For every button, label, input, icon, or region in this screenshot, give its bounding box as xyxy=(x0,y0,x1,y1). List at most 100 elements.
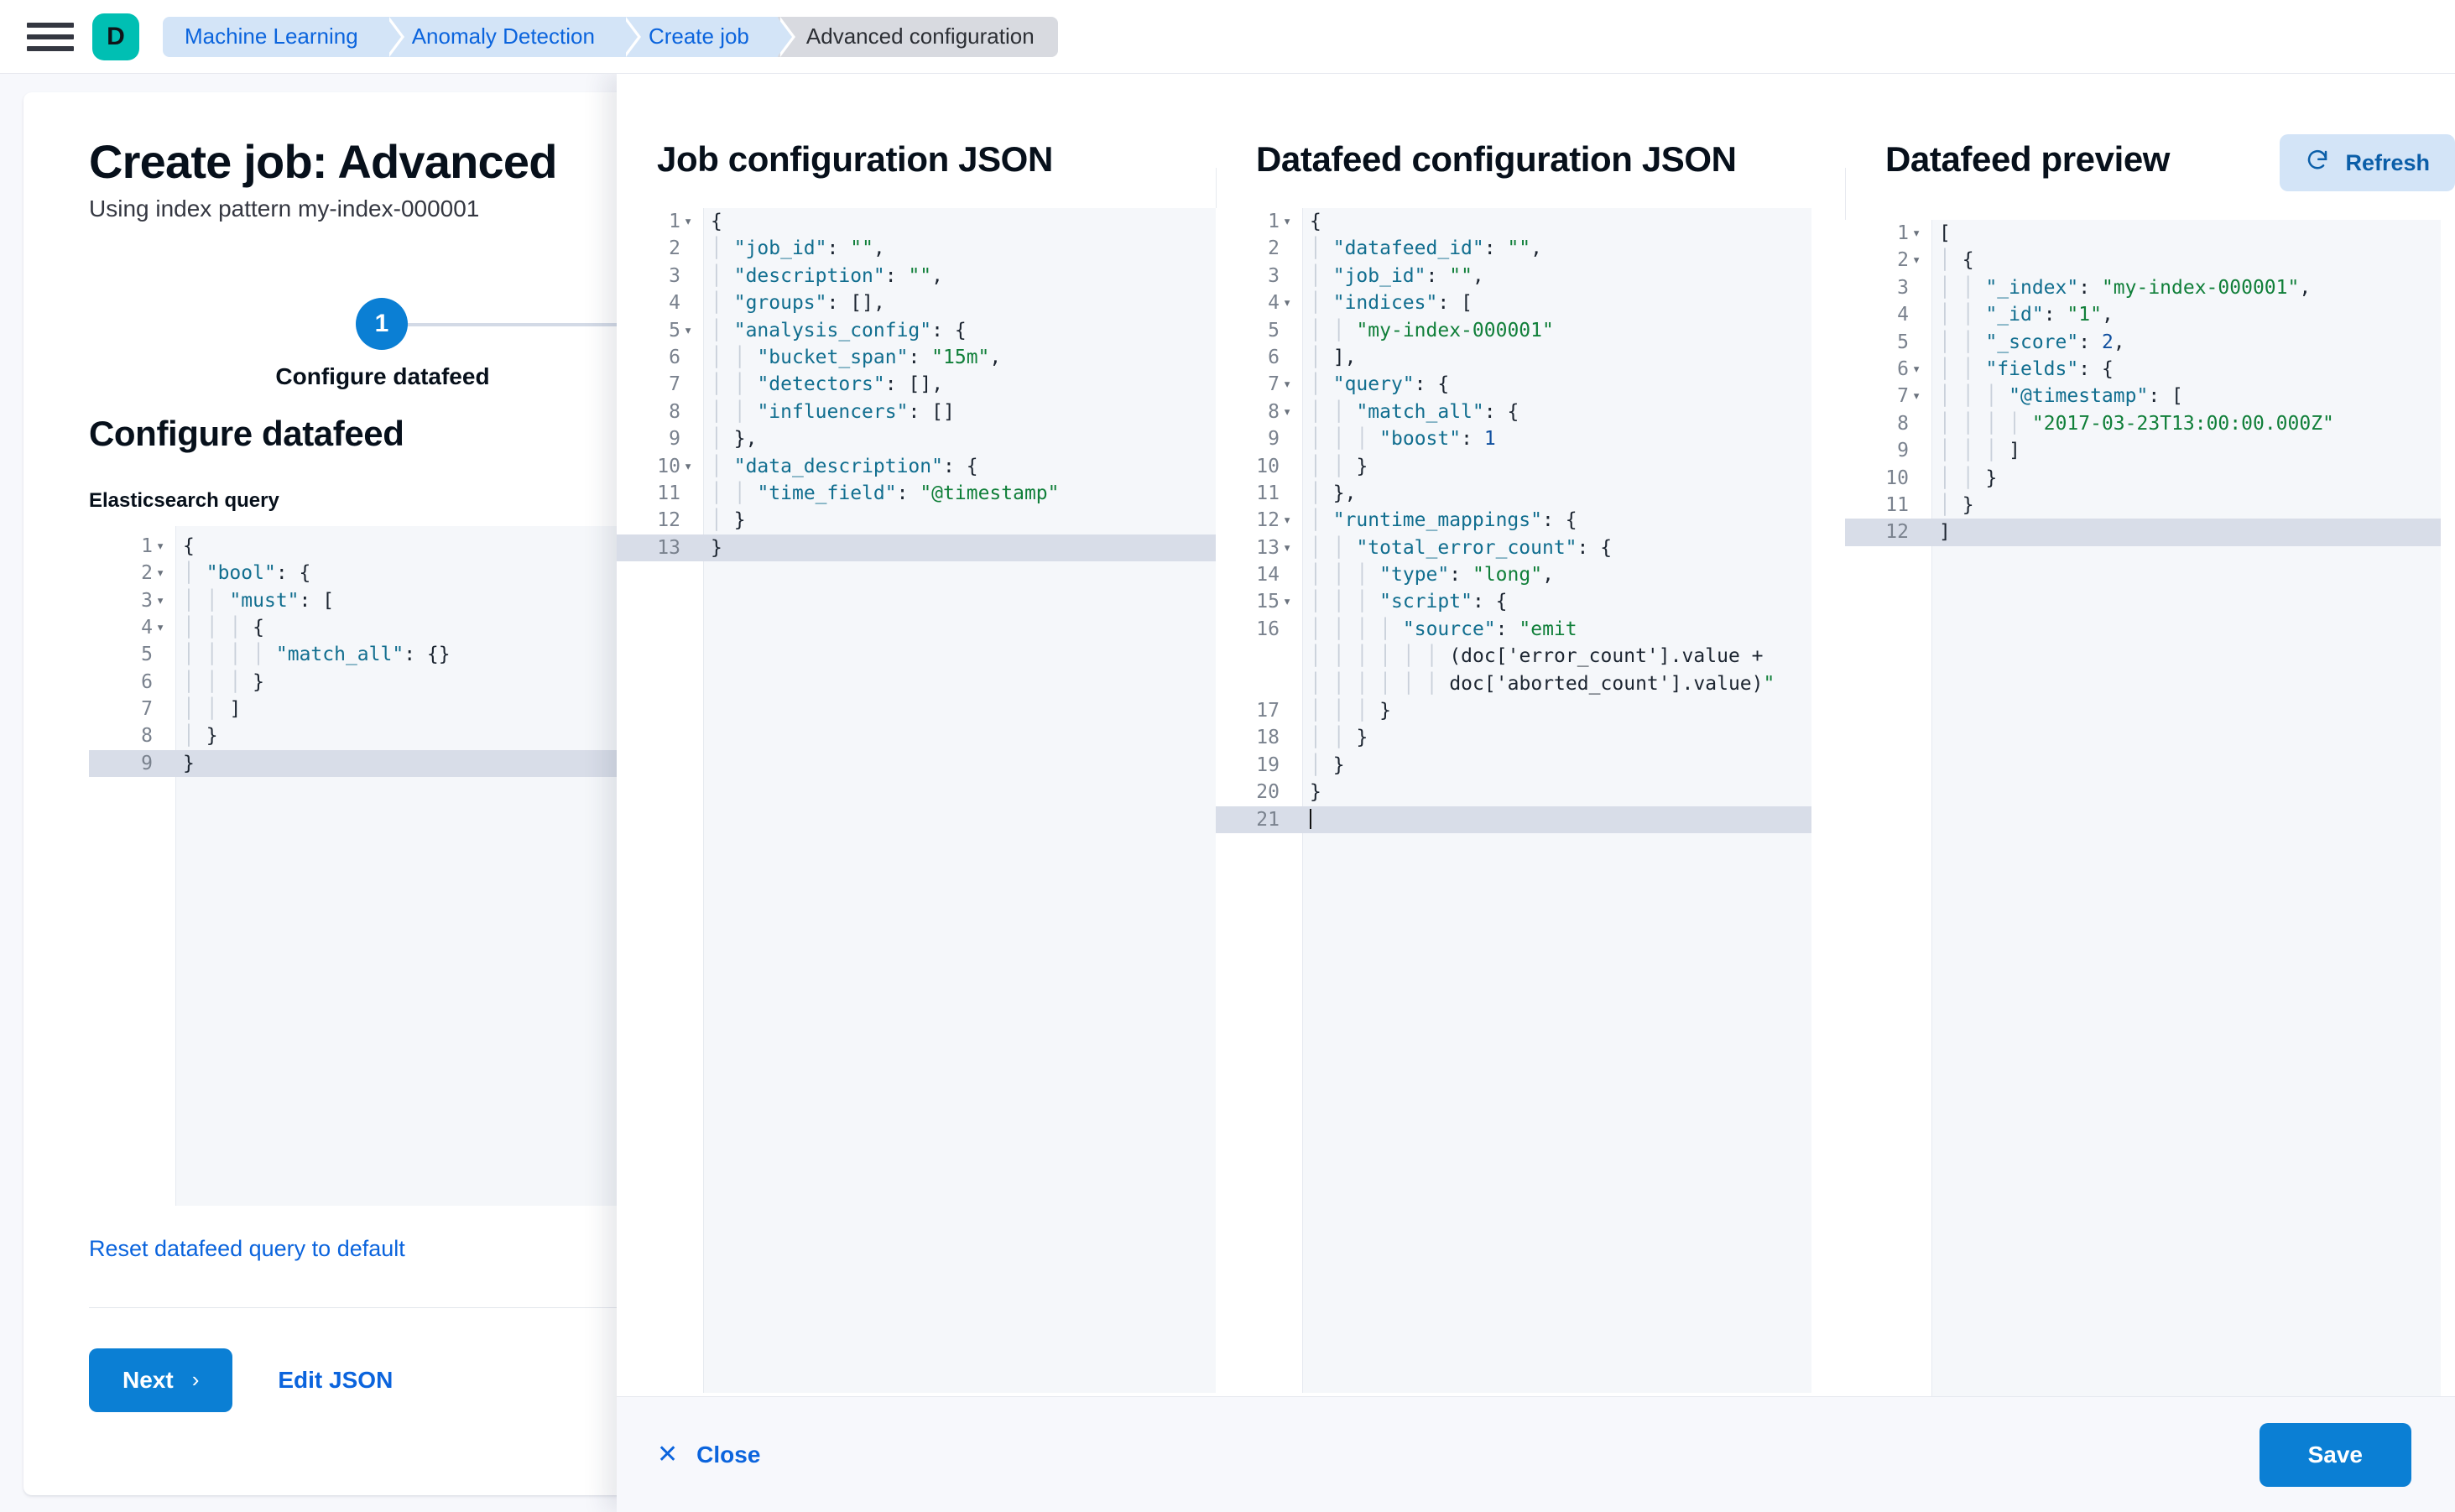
editor-line: 9│ │ │ ] xyxy=(1845,437,2441,464)
step-indicator-1[interactable]: 1 xyxy=(356,297,408,350)
line-number: 2 xyxy=(1268,237,1280,260)
fold-arrow-icon[interactable]: ▾ xyxy=(1283,376,1292,394)
advanced-configuration-flyout: Job configuration JSON 1▾{2│ "job_id": "… xyxy=(617,74,2455,1512)
code-text: │ │ "time_field": "@timestamp" xyxy=(711,482,1060,504)
job-configuration-json-editor[interactable]: 1▾{2│ "job_id": "",3│ "description": "",… xyxy=(617,208,1216,1393)
line-number: 6 xyxy=(141,670,153,693)
editor-line: 3▾│ │ "must": [ xyxy=(89,587,1141,614)
fold-arrow-icon[interactable]: ▾ xyxy=(1283,295,1292,312)
editor-line: 7▾│ "query": { xyxy=(1216,371,1811,398)
fold-arrow-icon[interactable]: ▾ xyxy=(684,213,693,230)
fold-arrow-icon[interactable]: ▾ xyxy=(156,592,165,609)
fold-arrow-icon[interactable]: ▾ xyxy=(156,537,165,555)
editor-line: 3│ "description": "", xyxy=(617,263,1216,289)
editor-gutter xyxy=(1845,220,1932,1405)
breadcrumb-item-anomaly-detection[interactable]: Anomaly Detection xyxy=(386,16,642,57)
fold-arrow-icon[interactable]: ▾ xyxy=(1283,593,1292,611)
code-text: │ │ "influencers": [] xyxy=(711,400,955,423)
fold-arrow-icon[interactable]: ▾ xyxy=(684,321,693,339)
editor-rows: 1▾{2▾│ "bool": {3▾│ │ "must": [4▾│ │ │ {… xyxy=(89,526,1141,778)
code-text xyxy=(1310,806,1311,833)
next-button-label: Next xyxy=(122,1366,174,1393)
editor-line: 13▾│ │ "total_error_count": { xyxy=(1216,534,1811,561)
save-button[interactable]: Save xyxy=(2259,1422,2411,1487)
fold-arrow-icon[interactable]: ▾ xyxy=(1283,213,1292,230)
editor-line: 11│ } xyxy=(1845,492,2441,519)
code-text: { xyxy=(1310,211,1321,232)
hamburger-bar xyxy=(27,45,74,51)
editor-line: 2│ "datafeed_id": "", xyxy=(1216,235,1811,262)
divider xyxy=(89,1306,1143,1308)
breadcrumb-item-machine-learning[interactable]: Machine Learning xyxy=(163,16,404,57)
fold-arrow-icon[interactable]: ▾ xyxy=(1912,225,1921,242)
left-panel-actions: Next › Edit JSON xyxy=(89,1348,1141,1412)
line-number: 17 xyxy=(1256,700,1280,722)
datafeed-configuration-json-editor[interactable]: 1▾{2│ "datafeed_id": "",3│ "job_id": "",… xyxy=(1216,208,1811,1393)
step-label-configure-datafeed: Configure datafeed xyxy=(275,362,490,389)
editor-rows: 1▾{2│ "job_id": "",3│ "description": "",… xyxy=(617,208,1216,562)
close-x-icon: ✕ xyxy=(657,1441,679,1468)
close-button[interactable]: ✕ Close xyxy=(657,1440,760,1469)
line-number: 9 xyxy=(141,752,153,774)
line-number: 11 xyxy=(1885,493,1909,516)
line-number: 9 xyxy=(1897,440,1909,462)
line-number: 20 xyxy=(1256,781,1280,804)
fold-arrow-icon[interactable]: ▾ xyxy=(1912,360,1921,378)
code-text: │ │ } xyxy=(1310,455,1368,477)
text-cursor xyxy=(1310,808,1311,829)
code-text: │ │ │ │ "source": "emit│ │ │ │ │ │ (doc[… xyxy=(1310,618,1775,695)
editor-line: 4│ │ "_id": "1", xyxy=(1845,301,2441,328)
editor-line: 11│ │ "time_field": "@timestamp" xyxy=(617,480,1216,507)
avatar[interactable]: D xyxy=(92,13,139,60)
fold-arrow-icon[interactable]: ▾ xyxy=(1283,403,1292,420)
fold-arrow-icon[interactable]: ▾ xyxy=(1912,388,1921,405)
code-text: │ │ │ } xyxy=(183,670,265,693)
line-number: 7 xyxy=(1268,373,1280,396)
line-number: 7 xyxy=(141,698,153,721)
editor-line: 7│ │ "detectors": [], xyxy=(617,371,1216,398)
code-text: │ │ │ "type": "long", xyxy=(1310,564,1554,587)
code-text: │ }, xyxy=(711,428,758,451)
edit-json-button[interactable]: Edit JSON xyxy=(278,1366,394,1393)
fold-arrow-icon[interactable]: ▾ xyxy=(1283,539,1292,556)
line-number: 2 xyxy=(141,562,153,585)
fold-arrow-icon[interactable]: ▾ xyxy=(684,457,693,475)
refresh-button[interactable]: Refresh xyxy=(2280,134,2455,191)
editor-line: 12 │ } xyxy=(617,507,1216,534)
line-number: 1 xyxy=(1268,211,1280,232)
editor-line: 8▾│ │ "match_all": { xyxy=(1216,399,1811,425)
line-number: 3 xyxy=(669,264,680,287)
line-number: 9 xyxy=(669,428,680,451)
code-text: │ │ "match_all": { xyxy=(1310,400,1519,423)
breadcrumb-item-advanced-configuration[interactable]: Advanced configuration xyxy=(777,16,1058,57)
code-text: │ │ │ "script": { xyxy=(1310,591,1508,613)
code-text: │ }, xyxy=(1310,482,1357,504)
next-button[interactable]: Next › xyxy=(89,1348,233,1412)
elasticsearch-query-label: Elasticsearch query xyxy=(89,488,279,512)
fold-arrow-icon[interactable]: ▾ xyxy=(156,618,165,636)
fold-arrow-icon[interactable]: ▾ xyxy=(156,565,165,582)
code-text: │ } xyxy=(711,509,746,532)
line-number: 1 xyxy=(1897,222,1909,244)
breadcrumb-item-create-job[interactable]: Create job xyxy=(623,16,795,57)
code-text: │ │ "_id": "1", xyxy=(1939,304,2114,326)
code-text: │ │ "_score": 2, xyxy=(1939,331,2125,353)
line-number: 8 xyxy=(1897,412,1909,435)
editor-gutter xyxy=(617,208,704,1393)
datafeed-preview-json-editor[interactable]: 1▾[2▾│ {3│ │ "_index": "my-index-000001"… xyxy=(1845,220,2441,1405)
hamburger-menu-icon[interactable] xyxy=(27,18,74,55)
editor-line: 1▾ { xyxy=(1216,208,1811,235)
line-number: 2 xyxy=(1897,249,1909,272)
line-number: 12 xyxy=(657,509,680,532)
active-line-highlight xyxy=(617,534,1216,562)
editor-line: 5│ │ │ │ "match_all": {} xyxy=(89,641,1141,668)
reset-datafeed-query-link[interactable]: Reset datafeed query to default xyxy=(89,1235,405,1261)
editor-line: 1▾[ xyxy=(1845,220,2441,247)
editor-line: 10▾│ "data_description": { xyxy=(617,453,1216,480)
editor-line: 21 xyxy=(1216,806,1811,833)
code-text: │ │ } xyxy=(1939,467,1998,489)
fold-arrow-icon[interactable]: ▾ xyxy=(1912,252,1921,269)
editor-rows: 1▾[2▾│ {3│ │ "_index": "my-index-000001"… xyxy=(1845,220,2441,546)
code-text: │ ], xyxy=(1310,346,1357,368)
fold-arrow-icon[interactable]: ▾ xyxy=(1283,512,1292,529)
